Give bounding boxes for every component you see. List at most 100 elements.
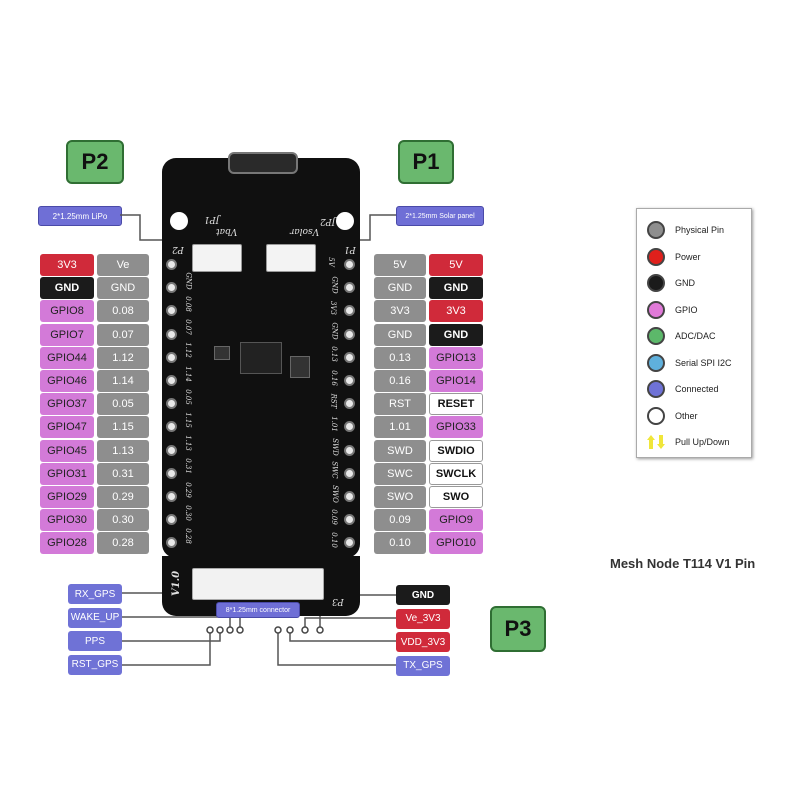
legend-label: Power [675,251,701,262]
right-pin-function-label: GPIO13 [429,346,483,369]
legend-item: Connected [647,380,719,398]
right-pin-digit: GND [330,322,339,340]
left-pin-number-label: 0.05 [97,393,149,416]
left-pin-digit: 0.07 [183,319,192,335]
right-pin-function-label: SWCLK [429,462,483,485]
right-pin-function-label: GPIO10 [429,532,483,555]
left-pin-hole [166,259,177,270]
header-p2: P2 [66,140,124,184]
right-pin-hole [344,421,355,433]
left-pin-hole [166,282,177,294]
right-pin-function-label: GPIO14 [429,370,483,392]
pink-dot-icon [647,300,665,319]
left-pin-function-label: GPIO37 [40,393,94,416]
p3-right-label: VDD_3V3 [396,632,450,652]
right-pin-number-label: SWO [374,486,426,508]
left-pin-function-label: GPIO44 [40,346,94,369]
right-pin-hole [344,328,355,340]
right-pin-function-label: SWO [429,486,483,508]
chip-small-2 [290,356,310,378]
usb-c-port [228,152,298,174]
left-pin-hole [166,537,177,549]
left-pin-function-label: GPIO46 [40,370,94,392]
p3-connector-label: 8*1.25mm connector [216,602,300,618]
left-pin-function-label: 3V3 [40,254,94,276]
right-pin-hole [344,351,355,363]
solar-jst-connector [266,244,316,272]
right-pin-hole [344,444,355,456]
p3-right-label: TX_GPS [396,655,450,676]
left-pin-function-label: GPIO28 [40,532,94,555]
board-mark-jp1: JP1 [204,214,220,224]
board-mark-vsolar: Vsolar [290,226,320,236]
board-mark-jp2: JP2 [320,216,336,226]
left-pin-hole [166,514,177,526]
right-pin-hole [344,467,355,479]
right-pin-function-label: RESET [429,393,483,416]
yellow-arrows-icon [647,435,665,449]
left-pin-hole [166,467,177,479]
left-pin-function-label: GPIO30 [40,509,94,532]
right-pin-digit: 5V [326,256,335,267]
right-pin-digit: 0.10 [329,532,338,548]
right-pin-function-label: SWDIO [429,439,483,462]
p3-connector [192,568,324,600]
left-pin-number-label: 0.30 [97,509,149,532]
p3-left-label: PPS [68,631,122,651]
legend-item: Power [647,247,701,266]
right-pin-digit: 0.09 [329,509,338,525]
left-pin-function-label: GND [40,277,94,300]
right-pin-digit: 0.13 [329,346,338,363]
left-pin-number-label: 0.31 [97,462,149,485]
right-pin-number-label: 3V3 [374,300,426,323]
board-mark-vbat: Vbat [216,226,238,236]
right-pin-function-label: 3V3 [429,300,483,323]
right-pin-digit: 1.01 [329,416,338,432]
board-mark-p3: P3 [332,596,344,606]
left-pin-number-label: 0.29 [97,486,149,508]
legend-item: Pull Up/Down [647,433,730,451]
right-pin-number-label: 1.01 [374,416,426,439]
left-pin-function-label: GPIO29 [40,486,94,508]
left-pin-digit: 1.14 [183,365,192,382]
p3-left-label: RX_GPS [68,584,122,604]
left-pin-digit: 1.12 [183,342,192,359]
diagram-title: Mesh Node T114 V1 Pin [610,556,756,571]
left-pin-function-label: GPIO31 [40,462,94,485]
right-pin-hole [344,375,355,386]
right-pin-hole [344,259,355,270]
gray-dot-icon [647,221,665,239]
left-pin-number-label: 1.14 [97,370,149,392]
lipo-jst-connector [192,244,242,272]
left-pin-hole [166,375,177,386]
left-pin-digit: 0.31 [183,458,192,475]
left-pin-function-label: GPIO47 [40,416,94,439]
legend-item: Serial SPI I2C [647,353,732,372]
left-pin-hole [166,444,177,456]
right-pin-hole [344,514,355,526]
mounting-hole-right [336,212,354,230]
right-pin-digit: 3V3 [328,301,337,315]
legend-label: Pull Up/Down [675,437,730,447]
right-pin-hole [344,398,355,410]
legend-label: Connected [675,384,719,394]
right-pin-number-label: 0.13 [374,346,426,369]
p3-left-label: WAKE_UP [68,607,122,628]
mounting-hole-left [170,212,188,230]
legend-item: ADC/DAC [647,327,716,345]
left-pin-hole [166,421,177,433]
header-p1: P1 [398,140,454,184]
right-pin-function-label: GND [429,323,483,346]
legend-label: Serial SPI I2C [675,357,732,368]
left-pin-number-label: 0.08 [97,300,149,323]
left-pin-hole [166,351,177,363]
right-pin-function-label: GPIO9 [429,509,483,532]
right-pin-number-label: SWC [374,462,426,485]
lipo-connector-label: 2*1.25mm LiPo [38,206,122,226]
blue-dot-icon [647,380,665,398]
right-pin-number-label: 0.09 [374,509,426,532]
left-pin-hole [166,491,177,502]
p3-left-label: RST_GPS [68,654,122,675]
left-pin-digit: 0.08 [183,296,192,312]
left-pin-digit: 0.28 [183,528,192,544]
